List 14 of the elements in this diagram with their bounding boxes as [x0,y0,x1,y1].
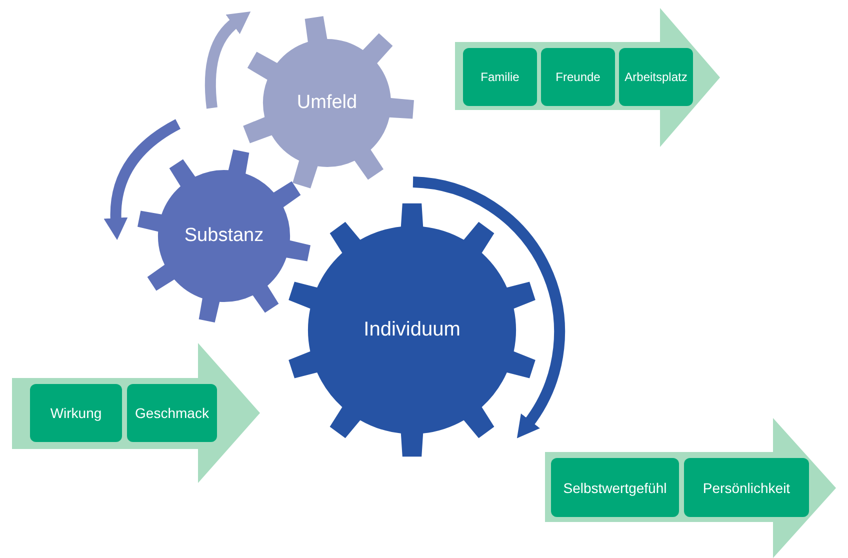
category-tag: Arbeitsplatz [619,48,693,106]
gear [136,148,312,324]
arrow-band [455,8,720,147]
gear-label: Substanz [184,225,264,247]
category-tag: Geschmack [127,384,217,442]
arrow-band [545,418,836,558]
category-tag: Persönlichkeit [684,458,809,517]
category-tag: Selbstwertgefühl [551,458,679,517]
gear-label: Individuum [364,318,460,342]
category-tag: Wirkung [30,384,122,442]
arrow-band [12,343,260,483]
category-tag: Familie [463,48,537,106]
gear-label: Umfeld [296,92,358,114]
category-tag: Freunde [541,48,615,106]
